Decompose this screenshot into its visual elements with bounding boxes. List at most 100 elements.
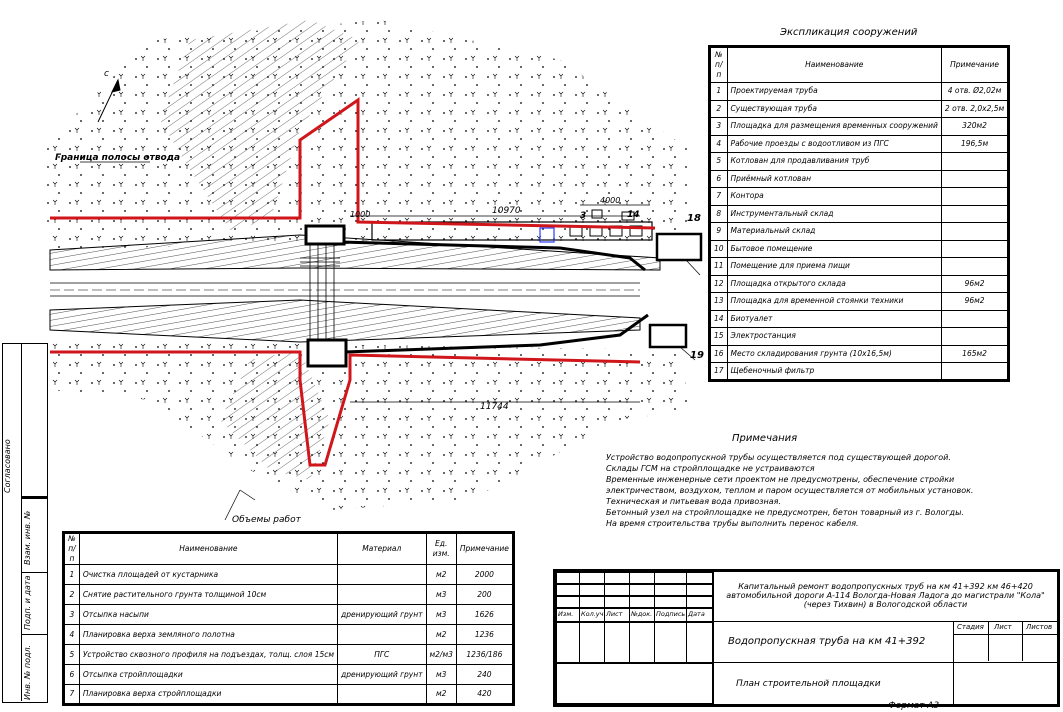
sheet-name-cell: План строительной площадки xyxy=(713,663,953,704)
right-of-way-boundary xyxy=(50,97,656,467)
note-line: Техническая и питьевая вода привозная. xyxy=(606,497,781,506)
side-stamp xyxy=(2,343,48,703)
explication-cell-num: 12 xyxy=(709,274,728,293)
site-area xyxy=(371,221,653,241)
stage-label: Стадия xyxy=(957,623,984,631)
works-head-num: № п/п xyxy=(63,532,80,565)
note-line: Склады ГСМ на стройплощадке не устраиваю… xyxy=(606,464,815,473)
explication-title: Экспликация сооружений xyxy=(780,27,918,38)
explication-cell-num: 1 xyxy=(709,82,728,101)
works-table: № п/п Наименование Материал Ед. изм. При… xyxy=(62,531,515,706)
works-cell-num: 1 xyxy=(63,564,80,585)
dim-top: 10970 xyxy=(492,206,521,216)
note-line: электричеством, воздухом, теплом и паром… xyxy=(606,486,974,495)
works-cell-material xyxy=(337,584,427,605)
structure-19 xyxy=(648,323,688,349)
explication-cell-name: Бытовое помещение xyxy=(726,239,942,258)
explication-cell-note: 96м2 xyxy=(940,292,1010,311)
project-title-2: автомобильной дороги А-114 Вологда-Новая… xyxy=(726,591,1045,600)
explication-cell-note: 165м2 xyxy=(940,344,1010,363)
explication-cell-note: 96м2 xyxy=(940,274,1010,293)
explication-cell-note xyxy=(940,327,1010,346)
explication-cell-note xyxy=(940,257,1010,276)
works-cell-name: Снятие растительного грунта толщиной 10с… xyxy=(78,584,339,605)
explication-cell-num: 17 xyxy=(709,362,728,381)
explication-cell-num: 15 xyxy=(709,327,728,346)
explication-cell-num: 10 xyxy=(709,239,728,258)
explication-cell-num: 5 xyxy=(709,152,728,171)
explication-cell-num: 14 xyxy=(709,309,728,328)
explication-cell-num: 2 xyxy=(709,99,728,118)
explication-cell-num: 13 xyxy=(709,292,728,311)
works-cell-num: 7 xyxy=(63,684,80,705)
launch-pit xyxy=(304,224,346,246)
project-title-1: Капитальный ремонт водопропускных труб н… xyxy=(738,582,1033,591)
project-title-3: (через Тихвин) в Вологодской области xyxy=(803,600,968,609)
org-cell xyxy=(953,663,1057,704)
works-cell-material: дренирующий грунт xyxy=(337,604,427,625)
works-cell-material: ПГС xyxy=(337,644,427,665)
works-cell-name: Устройство сквозного профиля на подъезда… xyxy=(78,644,339,665)
explication-cell-name: Контора xyxy=(726,187,942,206)
works-cell-unit: м2 xyxy=(425,564,457,585)
works-cell-num: 2 xyxy=(63,584,80,605)
stamp-col-list: Лист xyxy=(606,610,623,618)
explication-cell-name: Проектируемая труба xyxy=(726,82,942,101)
works-cell-material xyxy=(337,564,427,585)
boundary-label: Граница полосы отвода xyxy=(55,153,181,163)
works-head-note: Примечание xyxy=(455,532,514,565)
works-cell-note: 2000 xyxy=(455,564,514,585)
explication-cell-num: 8 xyxy=(709,204,728,223)
stamp-col-izm: Изм. xyxy=(558,610,574,618)
explication-cell-num: 16 xyxy=(709,344,728,363)
note-line: На время строительства трубы выполнить п… xyxy=(606,519,859,528)
works-cell-name: Планировка верха земляного полотна xyxy=(78,624,339,645)
works-cell-num: 3 xyxy=(63,604,80,625)
note-line: Бетонный узел на стройплощадке не предус… xyxy=(606,508,964,517)
format-label: Формат А3 xyxy=(888,701,940,711)
explication-cell-num: 6 xyxy=(709,169,728,188)
expl-head-note: Примечание xyxy=(940,46,1010,83)
project-title-cell: Капитальный ремонт водопропускных труб н… xyxy=(713,572,1057,622)
explication-cell-note: 4 отв. Ø2,02м xyxy=(940,82,1010,101)
work-road-south xyxy=(344,313,649,354)
road-embankment-bottom xyxy=(49,299,641,343)
explication-cell-name: Биотуалет xyxy=(726,309,942,328)
explication-cell-name: Помещение для приема пищи xyxy=(726,257,942,276)
works-cell-material xyxy=(337,624,427,645)
works-cell-unit: м2 xyxy=(425,624,457,645)
works-cell-unit: м3 xyxy=(425,664,457,685)
works-cell-note: 1236 xyxy=(455,624,514,645)
explication-cell-name: Площадка для размещения временных сооруж… xyxy=(726,117,942,136)
works-head-material: Материал xyxy=(337,532,427,565)
sheet-name: План строительной площадки xyxy=(736,679,881,689)
dim-left: 1000 xyxy=(350,210,371,219)
works-head-name: Наименование xyxy=(78,532,339,565)
works-cell-note: 420 xyxy=(455,684,514,705)
works-cell-unit: м2 xyxy=(425,684,457,705)
explication-cell-num: 7 xyxy=(709,187,728,206)
explication-cell-name: Рабочие проезды с водоотливом из ПГС xyxy=(726,134,942,153)
explication-cell-note xyxy=(940,362,1010,381)
explication-cell-name: Котлован для продавливания труб xyxy=(726,152,942,171)
area-label: Объемы работ xyxy=(232,515,301,525)
note-line: Временные инженерные сети проектом не пр… xyxy=(606,475,955,484)
works-cell-name: Планировка верха стройплощадки xyxy=(78,684,339,705)
stamp-col-sign: Подпись xyxy=(656,610,686,618)
explication-cell-num: 3 xyxy=(709,117,728,136)
works-cell-unit: м3 xyxy=(425,604,457,625)
object-name-cell: Водопропускная труба на км 41+392 xyxy=(713,622,953,663)
